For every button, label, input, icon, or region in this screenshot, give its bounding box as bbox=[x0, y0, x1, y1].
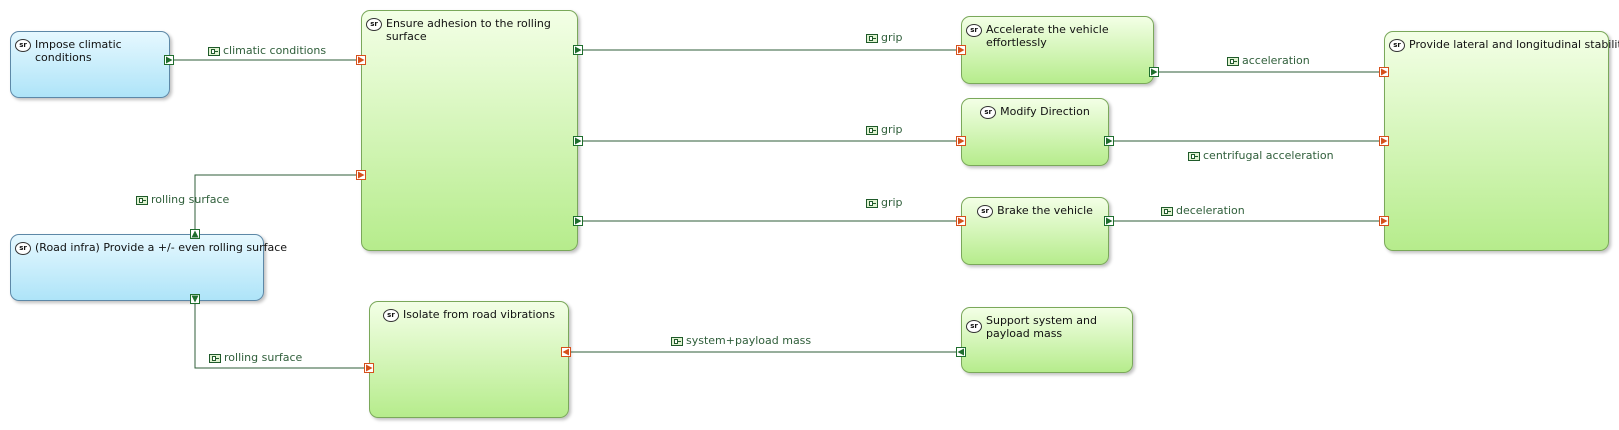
output-port[interactable] bbox=[190, 229, 200, 239]
system-function-icon: sr bbox=[977, 205, 994, 218]
functional-exchange-icon bbox=[136, 195, 148, 205]
functional-exchange-icon bbox=[209, 353, 221, 363]
system-function-icon: sr bbox=[15, 39, 31, 52]
input-port[interactable] bbox=[1379, 67, 1389, 77]
functional-exchange-icon bbox=[1227, 56, 1239, 66]
input-port[interactable] bbox=[956, 216, 966, 226]
output-port[interactable] bbox=[1104, 216, 1114, 226]
system-function-icon: sr bbox=[1389, 39, 1405, 52]
link-rolling-surface-1 bbox=[194, 174, 360, 233]
input-port[interactable] bbox=[956, 45, 966, 55]
functional-exchange-icon bbox=[866, 198, 878, 208]
exchange-name: grip bbox=[881, 31, 903, 44]
input-port[interactable] bbox=[364, 363, 374, 373]
output-port[interactable] bbox=[1104, 136, 1114, 146]
input-port[interactable] bbox=[956, 136, 966, 146]
system-function-icon: sr bbox=[382, 309, 399, 322]
functional-exchange-icon bbox=[866, 125, 878, 135]
exchange-label-rolling-surface[interactable]: rolling surface bbox=[209, 352, 302, 364]
functional-exchange-icon bbox=[208, 46, 220, 56]
exchange-name: rolling surface bbox=[151, 193, 230, 206]
function-label: Support system and payload mass bbox=[986, 314, 1097, 340]
input-port[interactable] bbox=[561, 347, 571, 357]
exchange-name: centrifugal acceleration bbox=[1203, 149, 1334, 162]
exchange-name: deceleration bbox=[1176, 204, 1245, 217]
functional-exchange-icon bbox=[866, 33, 878, 43]
exchange-label-system-payload-mass[interactable]: system+payload mass bbox=[671, 335, 811, 347]
output-port[interactable] bbox=[573, 45, 583, 55]
link-rolling-surface-2 bbox=[194, 299, 368, 369]
output-port[interactable] bbox=[190, 294, 200, 304]
function-modify-direction[interactable]: sr Modify Direction bbox=[961, 98, 1109, 166]
exchange-name: acceleration bbox=[1242, 54, 1310, 67]
function-label: (Road infra) Provide a +/- even rolling … bbox=[35, 241, 288, 254]
system-function-icon: sr bbox=[15, 242, 31, 255]
exchange-label-centrifugal-acceleration[interactable]: centrifugal acceleration bbox=[1188, 150, 1334, 162]
input-port[interactable] bbox=[356, 55, 366, 65]
exchange-label-grip[interactable]: grip bbox=[866, 197, 903, 209]
function-label: Modify Direction bbox=[1000, 105, 1090, 118]
system-function-icon: sr bbox=[966, 24, 982, 37]
exchange-label-grip[interactable]: grip bbox=[866, 124, 903, 136]
function-label: Impose climatic conditions bbox=[35, 38, 122, 64]
exchange-name: grip bbox=[881, 123, 903, 136]
function-brake-vehicle[interactable]: sr Brake the vehicle bbox=[961, 197, 1109, 265]
functional-exchange-icon bbox=[1188, 151, 1200, 161]
function-ensure-adhesion[interactable]: sr Ensure adhesion to the rolling surfac… bbox=[361, 10, 578, 251]
input-port[interactable] bbox=[1379, 216, 1389, 226]
exchange-name: climatic conditions bbox=[223, 44, 327, 57]
function-impose-climatic-conditions[interactable]: sr Impose climatic conditions bbox=[10, 31, 170, 98]
exchange-name: grip bbox=[881, 196, 903, 209]
exchange-label-climatic-conditions[interactable]: climatic conditions bbox=[208, 45, 326, 57]
functional-exchange-icon bbox=[671, 336, 683, 346]
output-port[interactable] bbox=[573, 216, 583, 226]
system-function-icon: sr bbox=[966, 320, 982, 333]
system-function-icon: sr bbox=[366, 18, 382, 31]
function-label: Accelerate the vehicle effortlessly bbox=[986, 23, 1109, 49]
function-label: Isolate from road vibrations bbox=[402, 308, 556, 321]
exchange-name: system+payload mass bbox=[686, 334, 812, 347]
exchange-label-rolling-surface[interactable]: rolling surface bbox=[136, 194, 229, 206]
output-port[interactable] bbox=[1149, 67, 1159, 77]
exchange-label-grip[interactable]: grip bbox=[866, 32, 903, 44]
exchange-name: rolling surface bbox=[224, 351, 303, 364]
exchange-label-acceleration[interactable]: acceleration bbox=[1227, 55, 1310, 67]
functional-exchange-icon bbox=[1161, 206, 1173, 216]
input-port[interactable] bbox=[356, 170, 366, 180]
function-road-infra-rolling-surface[interactable]: sr (Road infra) Provide a +/- even rolli… bbox=[10, 234, 287, 301]
function-support-payload-mass[interactable]: sr Support system and payload mass bbox=[961, 307, 1133, 373]
function-provide-stability[interactable]: sr Provide lateral and longitudinal stab… bbox=[1384, 31, 1619, 251]
function-isolate-road-vibrations[interactable]: sr Isolate from road vibrations bbox=[369, 301, 569, 418]
output-port[interactable] bbox=[573, 136, 583, 146]
input-port[interactable] bbox=[1379, 136, 1389, 146]
output-port[interactable] bbox=[956, 347, 966, 357]
function-accelerate-vehicle[interactable]: sr Accelerate the vehicle effortlessly bbox=[961, 16, 1154, 84]
exchange-label-deceleration[interactable]: deceleration bbox=[1161, 205, 1245, 217]
function-label: Brake the vehicle bbox=[997, 204, 1093, 217]
system-function-icon: sr bbox=[980, 106, 997, 119]
function-label: Ensure adhesion to the rolling surface bbox=[386, 17, 551, 43]
function-label: Provide lateral and longitudinal stabili… bbox=[1409, 38, 1619, 51]
output-port[interactable] bbox=[164, 55, 174, 65]
